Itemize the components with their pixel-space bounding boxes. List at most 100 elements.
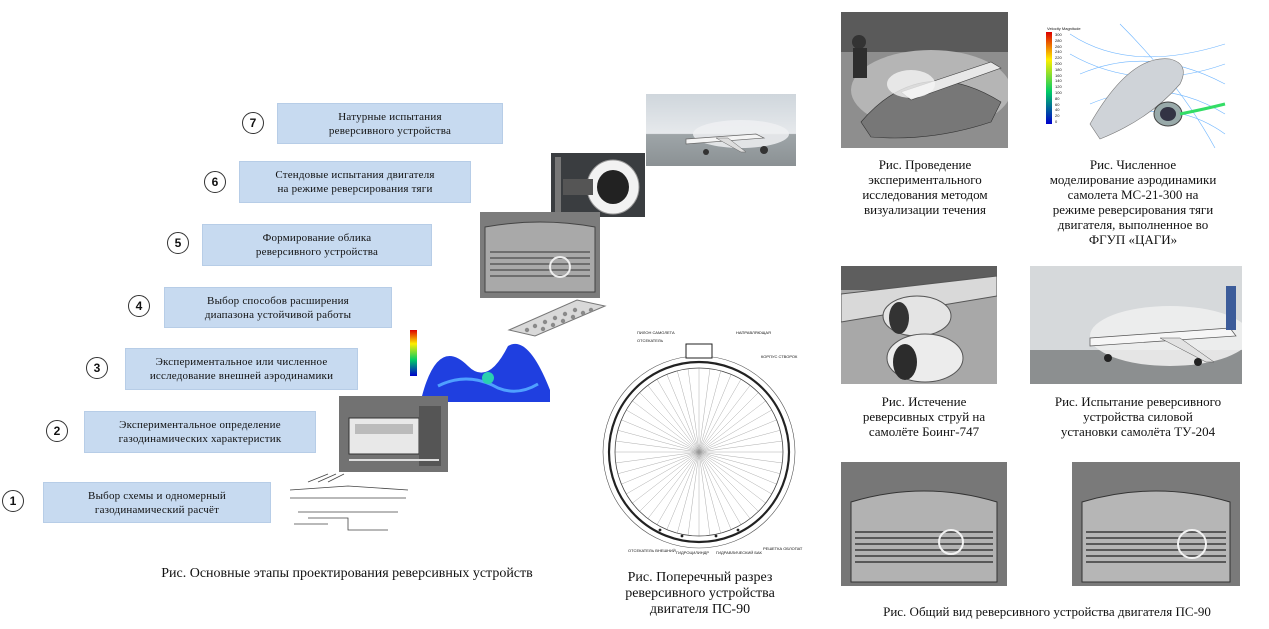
cfd-legend-tick: 260 xyxy=(1055,43,1062,49)
section-spoke xyxy=(677,451,700,534)
section-spoke xyxy=(687,451,700,536)
section-spoke xyxy=(647,385,700,453)
stage-2-number: 2 xyxy=(46,420,68,442)
cfd-legend-tick: 220 xyxy=(1055,55,1062,61)
tu204-test-photo xyxy=(1030,266,1242,384)
section-spoke xyxy=(639,451,700,512)
engine-stand-photo xyxy=(551,153,645,217)
section-spoke xyxy=(698,451,721,534)
cfd-surface-plot xyxy=(408,326,553,404)
section-spoke xyxy=(698,451,711,536)
section-spoke xyxy=(656,379,700,453)
cfd-legend-tick: 100 xyxy=(1055,89,1062,95)
section-spoke xyxy=(666,374,700,453)
reverser-assembly-photo xyxy=(480,212,600,298)
cfd-legend-tick: 200 xyxy=(1055,60,1062,66)
section-spoke xyxy=(698,400,766,453)
scheme-sketch xyxy=(288,472,416,534)
cfd-legend-tick: 300 xyxy=(1055,32,1062,37)
stage-1-number: 1 xyxy=(2,490,24,512)
section-spoke xyxy=(698,379,742,453)
section-spoke xyxy=(647,451,700,519)
section-spoke xyxy=(698,451,742,525)
flight-test-photo xyxy=(646,94,796,166)
section-spoke xyxy=(698,451,783,464)
flow-visualization-photo xyxy=(841,12,1008,148)
cross-section-drawing xyxy=(600,324,798,564)
label-outer-deflector: ОТСЕКАТЕЛЬ ВНЕШНИЙ xyxy=(628,548,676,553)
section-spoke xyxy=(626,409,700,453)
section-spoke xyxy=(698,385,751,453)
ps90-reverser-photo-2 xyxy=(1072,462,1240,586)
cfd-legend-ticks: 300 280 260 240 220 200 180 160 140 120 … xyxy=(1055,32,1069,125)
cfd-legend-tick: 40 xyxy=(1055,107,1060,113)
section-spoke xyxy=(698,451,751,519)
section-spoke xyxy=(615,440,700,453)
section-spoke xyxy=(639,392,700,453)
section-spoke xyxy=(698,368,711,453)
cfd-legend-tick: 240 xyxy=(1055,49,1062,55)
cfd-legend-tick: 160 xyxy=(1055,72,1062,78)
cfd-legend-tick: 20 xyxy=(1055,113,1060,119)
ps90-caption: Рис. Общий вид реверсивного устройства д… xyxy=(883,604,1211,619)
cfd-legend-tick: 280 xyxy=(1055,37,1062,43)
stage-5-number: 5 xyxy=(167,232,189,254)
section-spoke xyxy=(626,451,700,495)
section-spoke xyxy=(632,451,700,504)
section-spoke xyxy=(698,451,781,474)
flow-vis-caption: Рис. Проведение экспериментального иссле… xyxy=(862,157,988,217)
stage-6-number: 6 xyxy=(204,171,226,193)
stage-6-box: Стендовые испытания двигателя на режиме … xyxy=(239,161,471,203)
stage-3-number: 3 xyxy=(86,357,108,379)
label-guide: НАПРАВЛЯЮЩАЯ xyxy=(736,330,771,335)
section-spoke xyxy=(698,451,732,530)
section-spoke xyxy=(677,370,700,453)
label-hydraulic-tank: ГИДРАВЛИЧЕСКИЙ БАК xyxy=(716,550,762,555)
gasdynamic-rig-photo xyxy=(339,396,448,472)
section-spoke xyxy=(698,392,759,453)
label-pylon: ПИЛОН САМОЛЕТА xyxy=(637,330,675,335)
cfd-legend-title: Velocity Magnitude xyxy=(1047,26,1081,31)
section-spoke xyxy=(698,451,766,504)
stage-2-box: Экспериментальное определение газодинами… xyxy=(84,411,316,453)
cfd-legend-tick: 120 xyxy=(1055,84,1062,90)
cfd-legend-tick: 60 xyxy=(1055,101,1060,107)
label-deflector: ОТСЕКАТЕЛЬ xyxy=(637,338,664,343)
stage-7-number: 7 xyxy=(242,112,264,134)
section-spoke xyxy=(698,370,721,453)
tu204-caption: Рис. Испытание реверсивного устройства с… xyxy=(1054,394,1222,439)
stage-4-number: 4 xyxy=(128,295,150,317)
stage-1-box: Выбор схемы и одномерный газодинамически… xyxy=(43,482,271,523)
label-actuator: ГИДРОЦИЛИНДР xyxy=(676,550,710,555)
section-spoke xyxy=(698,451,759,512)
section-spoke xyxy=(698,440,783,453)
section-spoke xyxy=(632,400,700,453)
section-spoke xyxy=(621,451,700,485)
section-spoke xyxy=(698,409,772,453)
cfd-legend-tick: 80 xyxy=(1055,95,1060,101)
label-door-housing: КОРПУС СТВОРОК xyxy=(761,354,798,359)
label-cascade: РЕШЕТКА ОБЛОПАТ xyxy=(763,546,803,551)
cfd-legend-tick: 180 xyxy=(1055,66,1062,72)
section-spoke xyxy=(617,430,700,453)
section-spoke xyxy=(617,451,700,474)
section-spoke xyxy=(698,374,732,453)
stage-3-box: Экспериментальное или численное исследов… xyxy=(125,348,358,390)
boeing-747-photo xyxy=(841,266,997,384)
section-spoke xyxy=(615,451,700,464)
main-caption: Рис. Основные этапы проектирования ревер… xyxy=(161,566,533,581)
cfd-simulation-image xyxy=(1040,14,1230,148)
stage-4-box: Выбор способов расширения диапазона усто… xyxy=(164,287,392,328)
cross-section-caption: Рис. Поперечный разрез реверсивного устр… xyxy=(625,570,775,617)
ps90-reverser-photo-1 xyxy=(841,462,1007,586)
cfd-legend-tick: 0 xyxy=(1055,118,1058,124)
section-spoke xyxy=(621,419,700,453)
boeing-caption: Рис. Истечение реверсивных струй на само… xyxy=(862,394,986,439)
section-spoke xyxy=(698,451,772,495)
cfd-caption: Рис. Численное моделирование аэродинамик… xyxy=(1049,157,1217,247)
section-spoke xyxy=(698,419,777,453)
section-spoke xyxy=(687,368,700,453)
section-spoke xyxy=(698,451,777,485)
cfd-legend-tick: 140 xyxy=(1055,78,1062,84)
section-spoke xyxy=(698,430,781,453)
